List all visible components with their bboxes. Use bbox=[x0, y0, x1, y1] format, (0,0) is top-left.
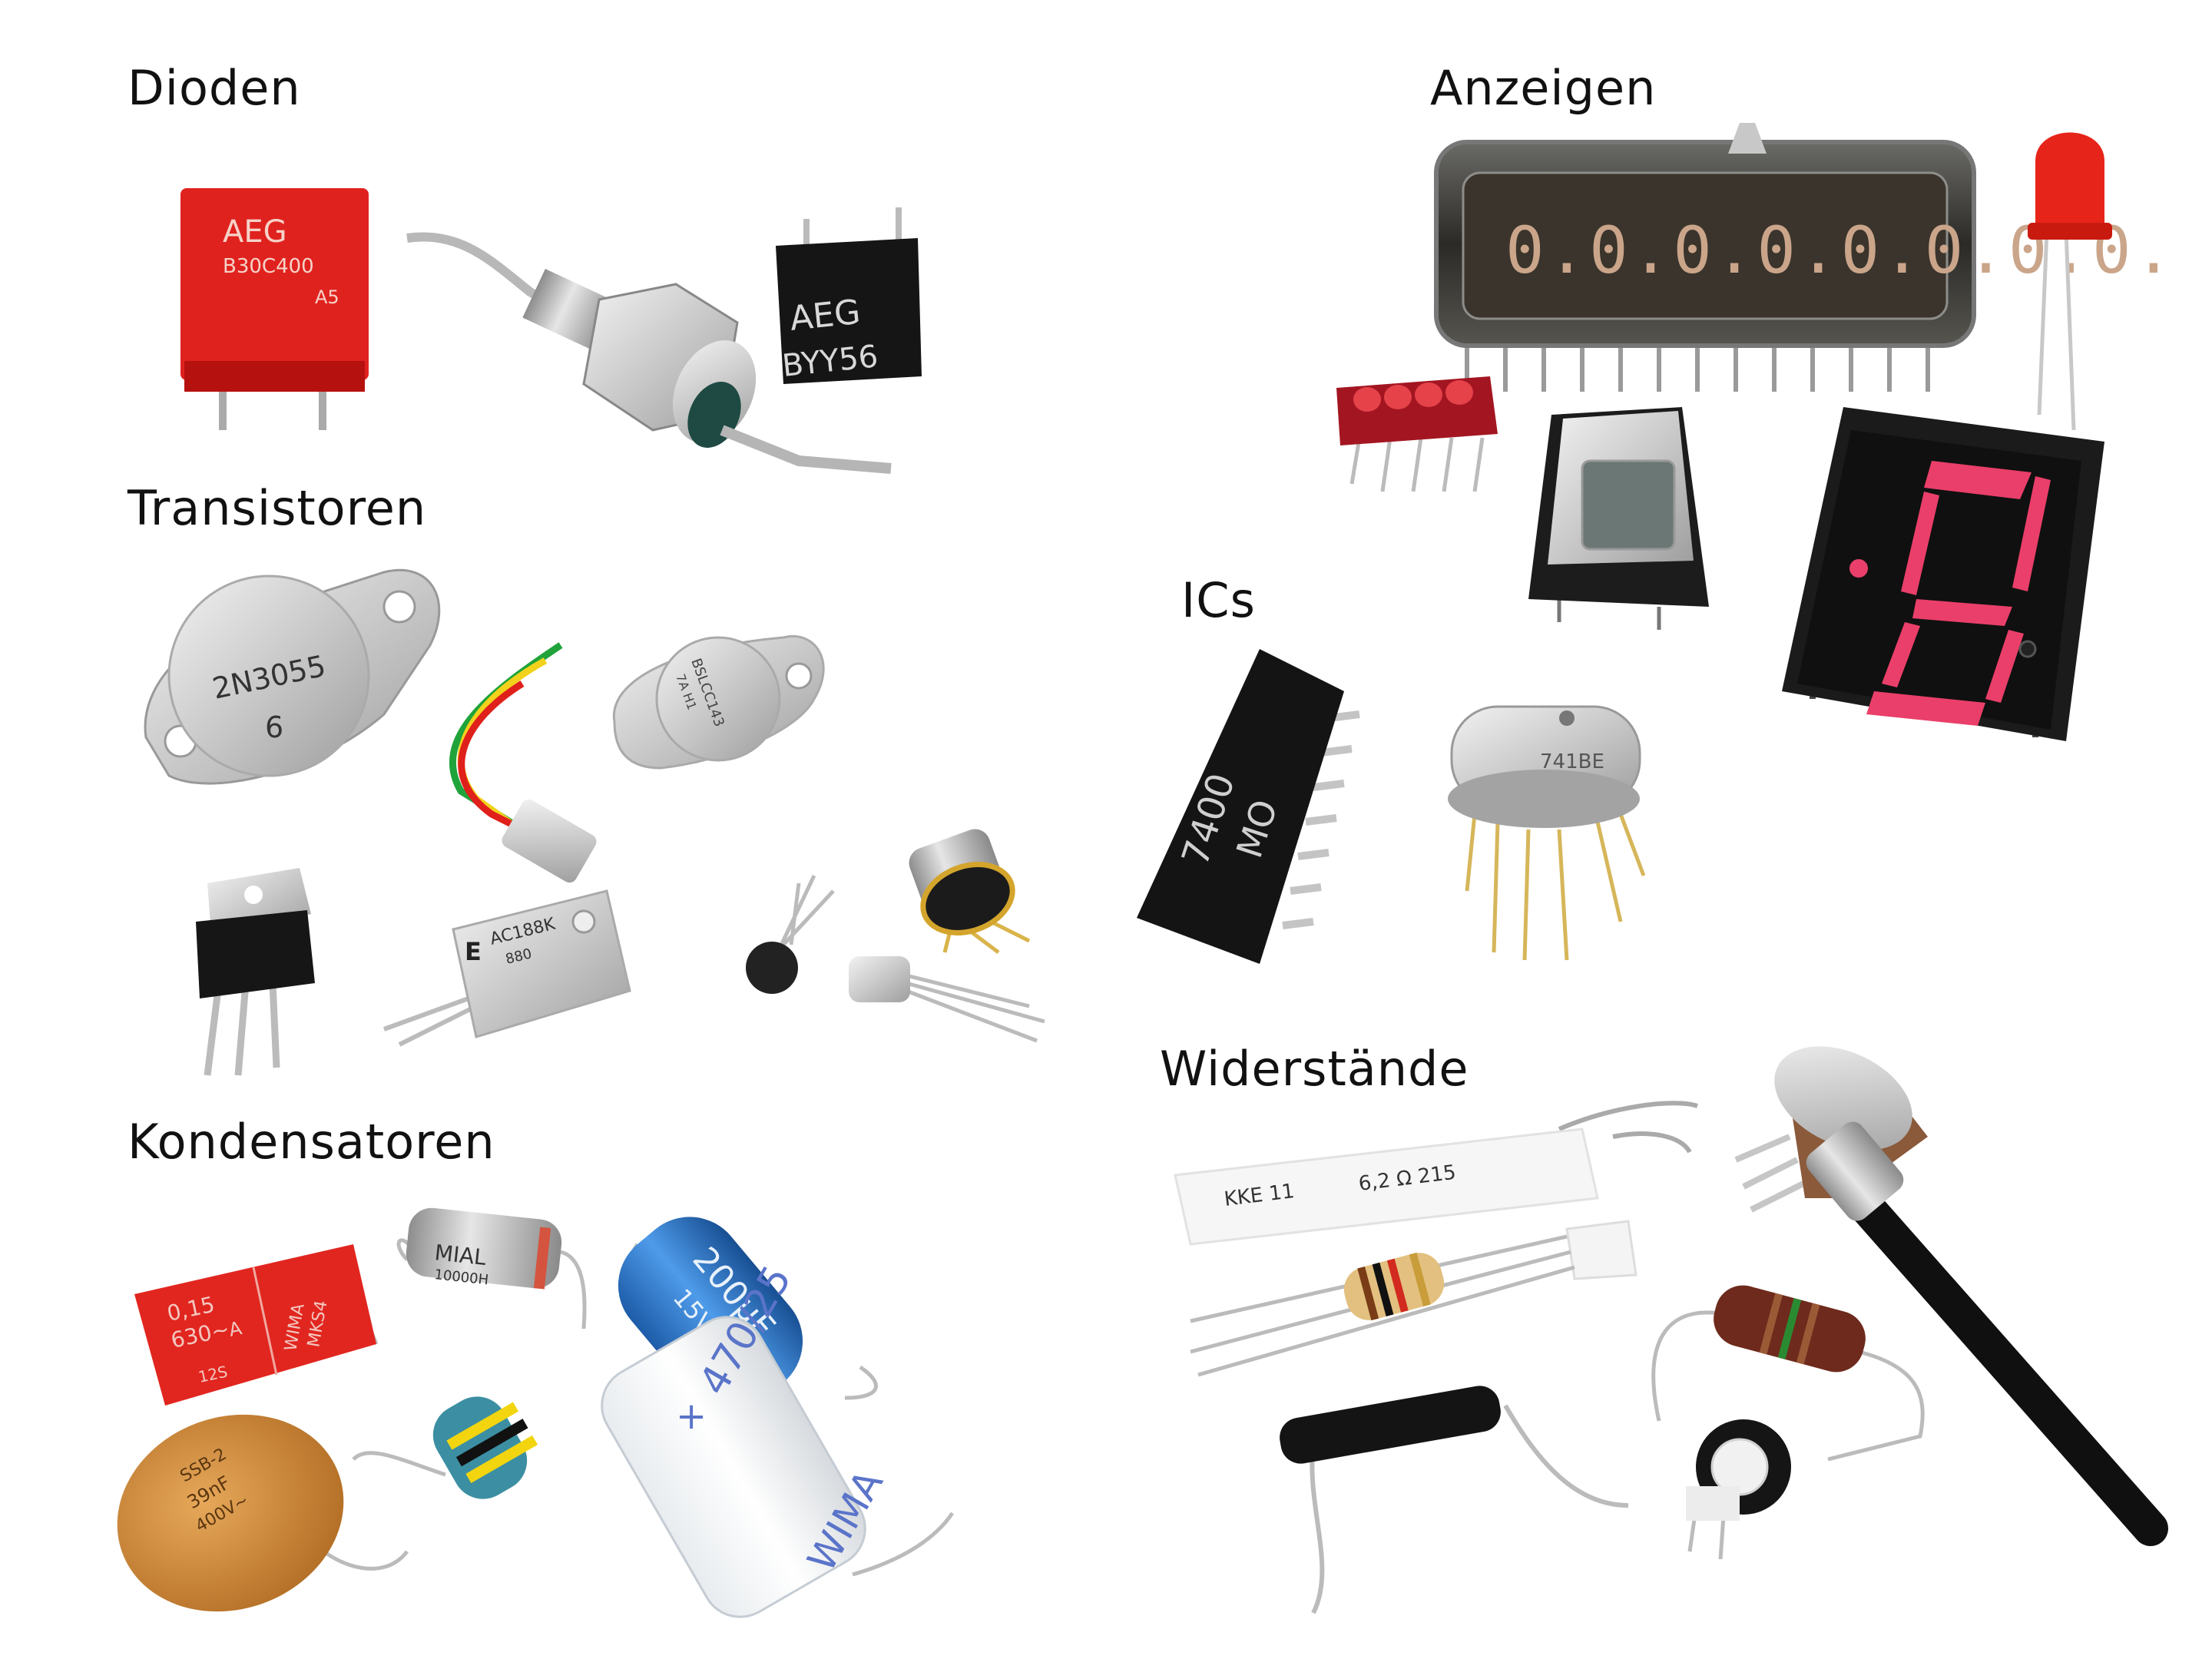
to220-transistor bbox=[196, 868, 315, 1076]
dip-ic-7400: 7400 MO bbox=[1137, 649, 1360, 964]
bridge-type: B30C400 bbox=[223, 255, 314, 278]
small-can-transistor: BSLCC143 7A H1 bbox=[612, 635, 825, 770]
red-led bbox=[2028, 132, 2112, 431]
stud-diode bbox=[406, 232, 892, 474]
ceramic-power-resistor: KKE 11 6,2 Ω 215 bbox=[1174, 1101, 1698, 1246]
banded-capacitor bbox=[352, 1396, 538, 1499]
ceramic-disc-capacitor: SSB-2 39nF 400V~ bbox=[117, 1414, 409, 1612]
white-film-capacitor: MIAL 10000H bbox=[396, 1207, 587, 1330]
brown-resistor bbox=[1651, 1285, 1925, 1462]
bridge-brand: AEG bbox=[223, 214, 287, 250]
red-film-capacitor: 0,15 630~ A 12S WIMA MKS4 bbox=[134, 1244, 379, 1406]
rotary-potentiometer bbox=[1734, 1046, 2168, 1546]
to92-transistor-black bbox=[746, 874, 835, 994]
bridge-code: A5 bbox=[315, 286, 339, 308]
black-wirewound-resistor bbox=[1280, 1386, 1629, 1614]
red-led-bar-array bbox=[1336, 376, 1498, 492]
gold-can-transistor bbox=[909, 829, 1031, 954]
heading-kondensatoren: Kondensatoren bbox=[127, 1114, 495, 1170]
heading-anzeigen: Anzeigen bbox=[1430, 60, 1657, 116]
red-cap-letter: A bbox=[227, 1317, 243, 1341]
heading-dioden: Dioden bbox=[127, 60, 301, 116]
carbon-resistor-beige bbox=[1343, 1252, 1445, 1321]
ic-can-type: 741BE bbox=[1540, 750, 1604, 773]
metal-can-ic-741: 741BE bbox=[1448, 705, 1646, 961]
box-transistor: E AC188K 880 bbox=[382, 889, 631, 1047]
seven-segment-display bbox=[1782, 407, 2104, 741]
clear-cap-sign: + bbox=[676, 1395, 707, 1438]
black-diode-brand: AEG bbox=[788, 293, 863, 339]
trimmer-potentiometer bbox=[1686, 1419, 1791, 1560]
heading-transistoren: Transistoren bbox=[127, 480, 427, 536]
bridge-rectifier-red: AEG B30C400 A5 bbox=[180, 188, 369, 430]
small-metal-transistor bbox=[849, 956, 1045, 1043]
power-transistor-2n3055: 2N3055 6 bbox=[144, 568, 441, 785]
white-cap-brand: MIAL bbox=[433, 1240, 488, 1270]
wired-transistor bbox=[449, 642, 597, 883]
box-transistor-letter: E bbox=[465, 937, 482, 966]
lcd-module-display bbox=[1528, 407, 1709, 630]
power-transistor-code: 6 bbox=[265, 710, 283, 744]
heading-widerstaende: Widerstände bbox=[1160, 1041, 1469, 1097]
rectifier-black: AEG BYY56 bbox=[776, 207, 922, 384]
heading-ics: ICs bbox=[1181, 572, 1256, 628]
